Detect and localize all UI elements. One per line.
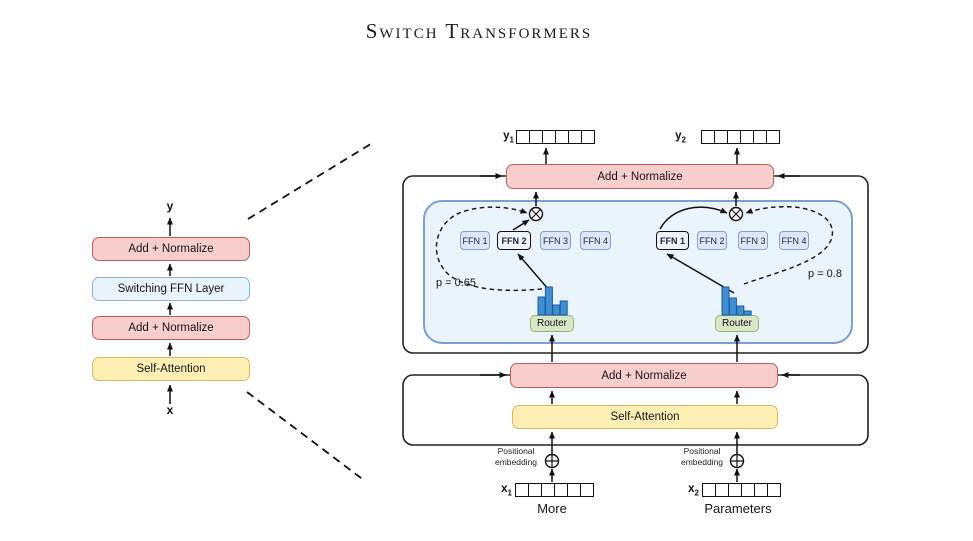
embedding-cell [741,131,753,143]
embedding-cell [516,484,528,496]
embedding-cell [742,484,754,496]
embedding-cell [555,484,567,496]
embedding-cell [568,484,580,496]
left-switching-ffn-layer: Switching FFN Layer [92,277,250,301]
embedding-cell [702,131,714,143]
left-add-normalize-bottom: Add + Normalize [92,316,250,340]
embedding-cell [569,131,581,143]
expert-layer-container [423,200,853,344]
token2-ffn-3: FFN 3 [738,231,768,250]
token2-output-embedding-row [701,130,780,144]
right-mid-add-normalize: Add + Normalize [510,363,778,388]
embedding-cell [530,131,542,143]
token2-probability-label: p = 0.8 [808,268,842,280]
embedding-cell [716,484,728,496]
embedding-cell [768,484,780,496]
token1-caption: More [537,501,567,516]
token1-input-embedding-row [515,483,594,497]
embedding-cell [529,484,541,496]
page-title: Switch Transformers [365,19,593,43]
embedding-cell [715,131,727,143]
token2-ffn-4: FFN 4 [779,231,809,250]
token1-positional-embedding-label: Positional embedding [494,446,538,468]
token1-ffn-3: FFN 3 [540,231,571,250]
embedding-cell [543,131,555,143]
token2-caption: Parameters [704,501,772,516]
token1-ffn-4: FFN 4 [580,231,611,250]
embedding-cell [556,131,568,143]
embedding-cell [767,131,779,143]
embedding-cell [581,484,593,496]
token2-positional-embedding-label: Positional embedding [680,446,724,468]
left-add-normalize-top: Add + Normalize [92,237,250,261]
token2-ffn-2: FFN 2 [697,231,727,250]
embedding-cell [703,484,715,496]
left-self-attention: Self-Attention [92,357,250,381]
token1-output-label: y1 [503,130,514,145]
embedding-cell [729,484,741,496]
right-self-attention: Self-Attention [512,405,778,429]
embedding-cell [754,131,766,143]
token1-ffn-1: FFN 1 [460,231,490,250]
token2-router: Router [715,315,759,332]
token2-ffn-1-selected: FFN 1 [656,231,689,250]
token2-output-label: y2 [675,130,686,145]
embedding-cell [542,484,554,496]
token2-input-embedding-row [702,483,781,497]
embedding-cell [755,484,767,496]
right-top-add-normalize: Add + Normalize [506,164,774,189]
token1-ffn-2-selected: FFN 2 [497,231,531,250]
embedding-cell [517,131,529,143]
token1-probability-label: p = 0.65 [435,277,477,289]
embedding-cell [728,131,740,143]
embedding-cell [582,131,594,143]
left-output-label: y [166,199,174,213]
token2-input-label: x2 [688,483,699,498]
left-input-label: x [166,403,174,417]
token1-input-label: x1 [501,483,512,498]
token1-router: Router [530,315,574,332]
token1-output-embedding-row [516,130,595,144]
